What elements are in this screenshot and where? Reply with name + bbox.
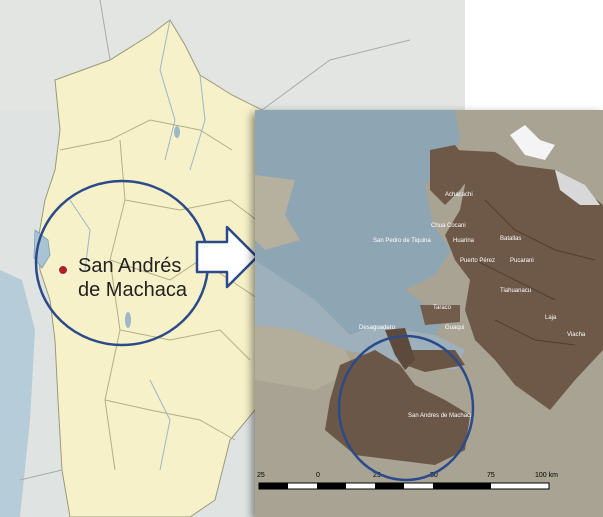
place-label: San Pedro de Tiquina <box>373 238 431 244</box>
scale-label: 0 <box>316 472 320 479</box>
lake-titicaca-map: Achacachi Chua Cocani San Pedro de Tiqui… <box>255 110 603 517</box>
location-label-line1: San Andrés <box>78 255 182 277</box>
place-label: San Andres de Machaca <box>408 413 474 419</box>
place-label: Viacha <box>567 332 586 338</box>
place-label: Puerto Pérez <box>460 258 496 264</box>
scale-label: 25 <box>257 472 265 479</box>
scale-label: 25 <box>373 472 381 479</box>
scale-bar <box>258 482 550 490</box>
scale-label: 100 km <box>535 472 558 479</box>
scale-label: 75 <box>487 472 495 479</box>
right-arrow-icon <box>195 225 259 289</box>
place-label: Pucarani <box>510 258 534 264</box>
highlight-circle <box>337 334 475 482</box>
place-label: Achacachi <box>445 192 473 198</box>
place-label: Laja <box>545 315 557 321</box>
place-label: Taraco <box>433 305 452 311</box>
place-label: Chua Cocani <box>431 223 466 229</box>
place-label: Desaguadero <box>359 325 396 331</box>
place-label: Huarina <box>453 238 475 244</box>
location-dot-icon <box>58 265 68 275</box>
place-label: Tiahuanacu <box>500 288 532 294</box>
location-label-line2: de Machaca <box>78 279 187 301</box>
place-label: Guaqui <box>445 325 465 331</box>
scale-label: 50 <box>430 472 438 479</box>
place-label: Batallas <box>500 236 522 242</box>
